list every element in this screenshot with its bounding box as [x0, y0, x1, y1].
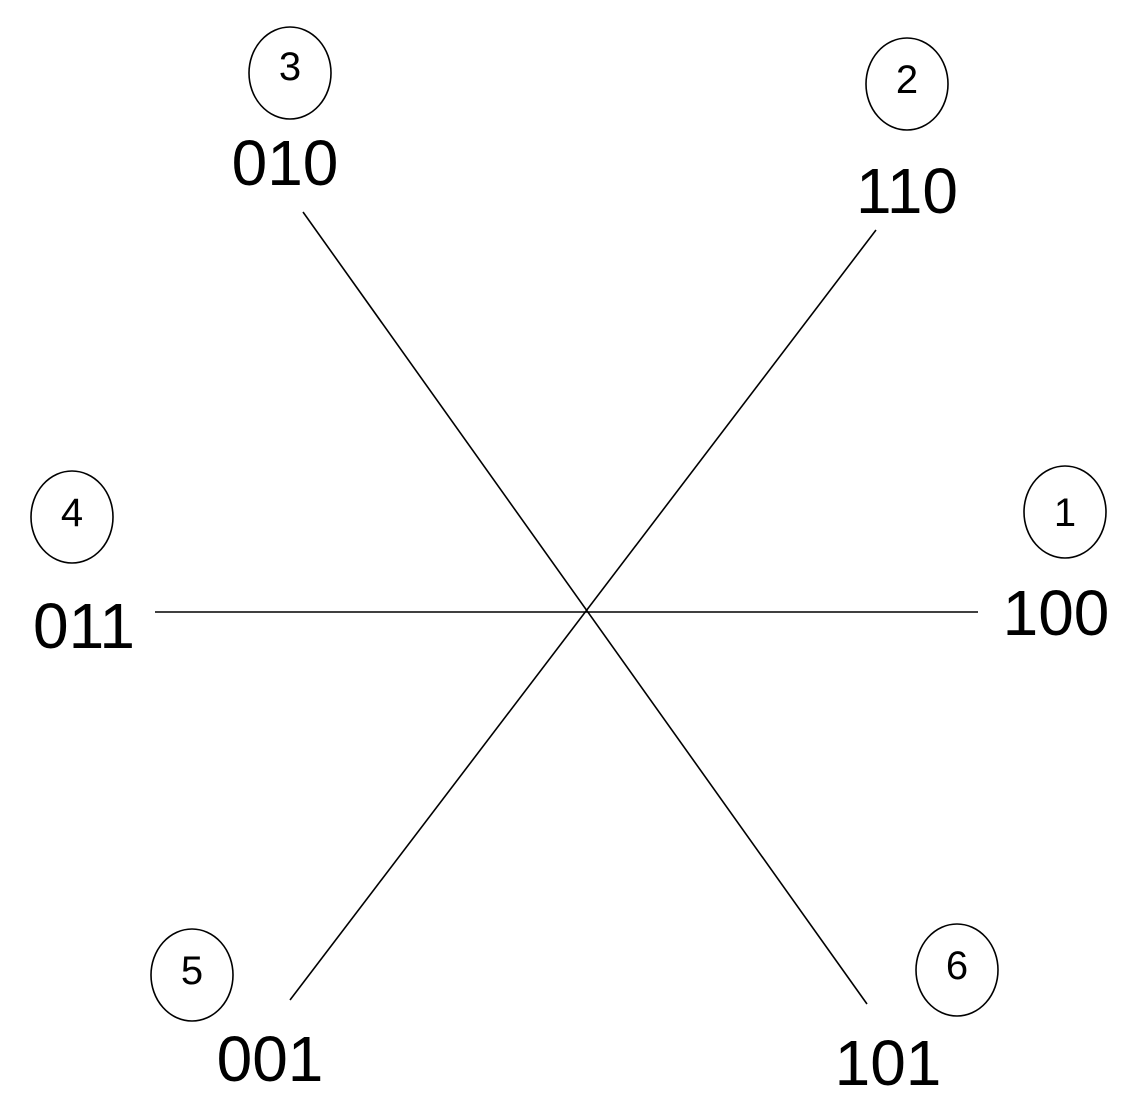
vector-6-number: 6 [946, 944, 968, 988]
vector-4-code: 011 [33, 590, 135, 662]
vector-6-number-circle [915, 923, 999, 1017]
vector-6-code: 101 [835, 1027, 942, 1099]
vector-5-number: 5 [181, 949, 203, 993]
vector-6: 6 101 [835, 923, 999, 1099]
axis-line-110-to-001 [289, 229, 877, 1001]
vector-2-number: 2 [896, 58, 918, 102]
vector-2-number-circle [865, 37, 949, 131]
vector-5-code: 001 [217, 1023, 324, 1095]
vector-4: 4 011 [30, 470, 135, 662]
vector-1-number-circle [1023, 465, 1107, 559]
vector-1-number: 1 [1054, 491, 1076, 535]
vector-5-number-circle [150, 928, 234, 1022]
vector-lines [155, 211, 978, 1005]
vector-3-number-circle [248, 26, 332, 120]
vector-4-number: 4 [61, 491, 83, 535]
vector-3-number: 3 [279, 45, 301, 89]
axis-line-010-to-101 [302, 211, 868, 1005]
vector-1-code: 100 [1003, 577, 1110, 649]
vector-2: 2 110 [856, 37, 958, 227]
vector-3: 3 010 [232, 26, 339, 199]
vector-1: 1 100 [1003, 465, 1110, 649]
vector-5: 5 001 [150, 928, 324, 1095]
vector-4-number-circle [30, 470, 114, 564]
vector-3-code: 010 [232, 127, 339, 199]
vector-2-code: 110 [856, 155, 958, 227]
